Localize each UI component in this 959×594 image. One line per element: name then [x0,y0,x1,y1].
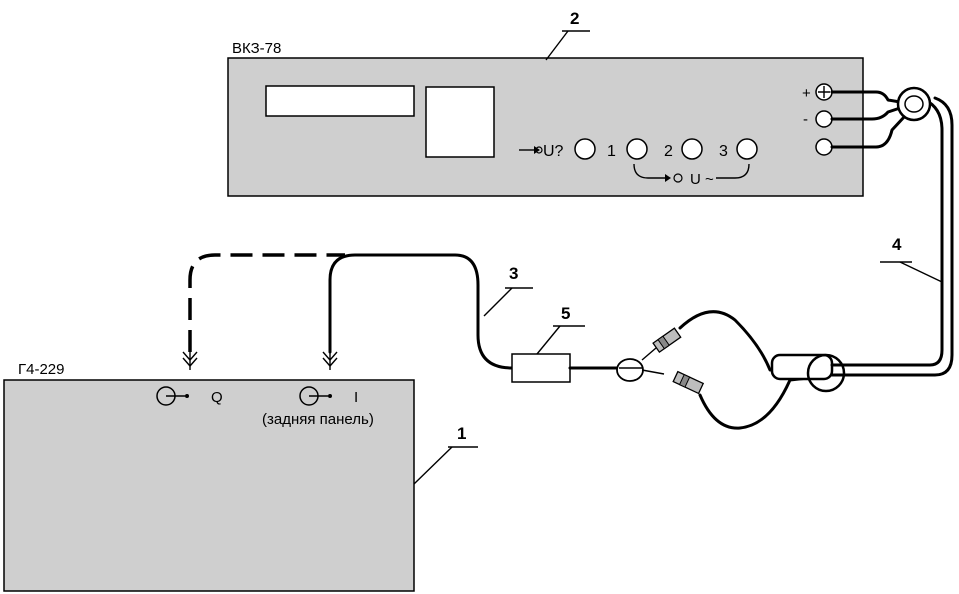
cable-4-ferrite [896,86,932,122]
callout-1: 1 [413,424,478,485]
ground-terminal[interactable] [815,138,833,156]
output-q-jack[interactable]: Q [156,386,223,406]
callout-4: 4 [880,235,943,283]
ac-input-2[interactable]: 2 [664,138,703,160]
probe-loop-upper [678,310,807,372]
output-i-jack[interactable]: I [299,386,358,406]
upper-probe [641,327,682,361]
ac-group-bracket: U ~ [633,163,750,188]
arrow-into-q [182,351,198,370]
voltmeter-name: ВКЗ-78 [232,40,281,57]
callout-5: 5 [536,304,585,355]
arrow-into-i [322,351,338,370]
plus-terminal[interactable] [815,83,833,101]
coax-ferrite [770,353,846,393]
dc-input-jack[interactable]: U? [519,138,596,160]
ac-input-3-label: 3 [719,143,728,160]
ac-input-1[interactable]: 1 [607,138,648,160]
dc-input-label: U? [543,143,564,160]
ac-input-2-label: 2 [664,143,673,160]
wire-to-minus [830,106,902,121]
cable-4-inner [830,96,954,377]
cable-4 [830,98,944,367]
attenuator-5 [511,353,571,383]
voltmeter-panel [227,57,864,197]
cable-3 [328,253,514,370]
alternative-connection-dashed [188,253,345,352]
tee-connector [616,358,644,382]
plus-terminal-label: + [802,85,811,102]
rear-panel-note: (задняя панель) [262,411,374,428]
lower-probe [641,369,705,395]
callout-3: 3 [483,264,533,317]
wire-to-ground [830,114,907,149]
output-q-label: Q [211,389,223,406]
callout-2: 2 [545,9,590,61]
minus-terminal[interactable] [815,110,833,128]
probe-loop-lower [698,376,810,430]
generator-panel [3,379,415,592]
generator-name: Г4-229 [18,361,65,378]
minus-terminal-label: - [803,111,808,128]
attenuator-number: 5 [561,304,570,323]
voltmeter-indicator-window [425,86,495,158]
cable-3-number: 3 [509,264,518,283]
ac-group-label: U ~ [690,171,714,188]
ac-input-1-label: 1 [607,143,616,160]
generator-number: 1 [457,424,466,443]
cable-4-number: 4 [892,235,902,254]
ac-input-3[interactable]: 3 [719,138,758,160]
voltmeter-number: 2 [570,9,579,28]
output-i-label: I [354,389,358,406]
voltmeter-display [265,85,415,117]
wire-to-plus [830,90,902,104]
